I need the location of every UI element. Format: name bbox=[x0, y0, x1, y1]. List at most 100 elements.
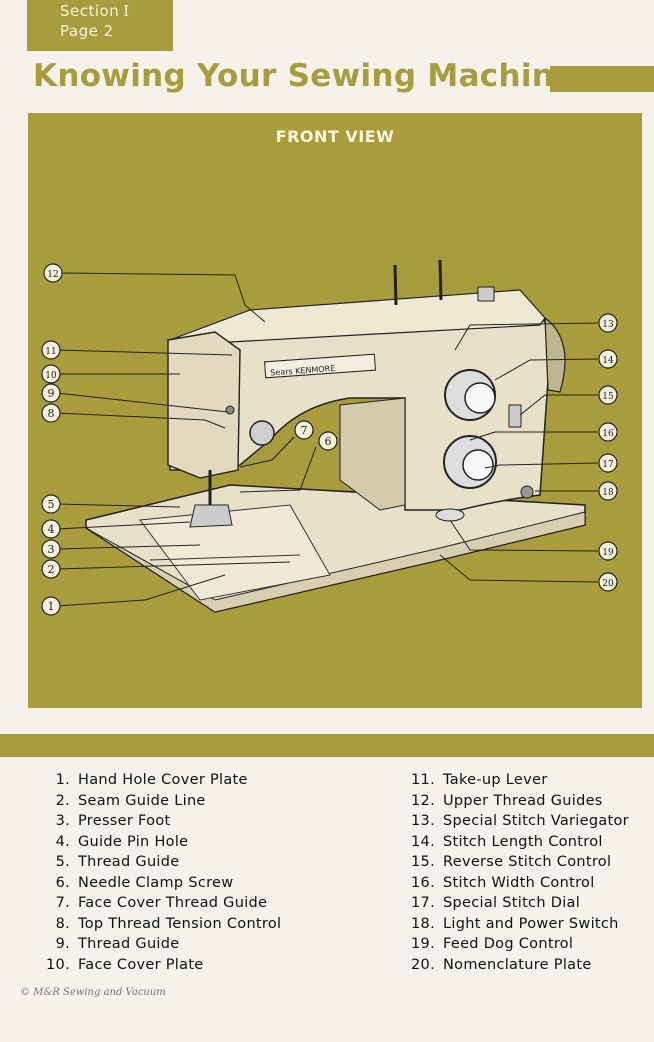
spool-pin-left bbox=[393, 264, 398, 306]
legend-number: 3. bbox=[55, 813, 70, 829]
spool-pin-right bbox=[438, 259, 443, 301]
callout-3: 3 bbox=[41, 539, 61, 559]
leader-4 bbox=[56, 521, 191, 530]
needle-plate bbox=[139, 504, 331, 601]
thread-tension-guide bbox=[225, 405, 235, 415]
legend-label: Needle Clamp Screw bbox=[78, 874, 234, 891]
legend-item: 20. Nomenclature Plate bbox=[402, 955, 629, 976]
callout-16: 16 bbox=[598, 422, 618, 442]
legend-label: Upper Thread Guides bbox=[443, 792, 603, 809]
bobbin-winder bbox=[477, 286, 495, 302]
title-bar-decoration bbox=[550, 66, 654, 92]
face-cover bbox=[167, 331, 241, 479]
legend-label: Thread Guide bbox=[78, 936, 180, 952]
leader-12 bbox=[62, 272, 266, 323]
legend-item: 3.Presser Foot bbox=[30, 811, 281, 832]
leader-11 bbox=[56, 349, 233, 356]
leader-8 bbox=[56, 412, 226, 429]
legend-item: 19.Feed Dog Control bbox=[402, 934, 629, 955]
legend-label: Seam Guide Line bbox=[78, 792, 206, 809]
callout-16-label: 16 bbox=[602, 429, 614, 439]
leader-14 bbox=[494, 358, 599, 381]
leader-16 bbox=[469, 431, 598, 441]
diagram-heading: FRONT VIEW bbox=[275, 127, 395, 146]
callout-4: 4 bbox=[41, 519, 61, 539]
sewing-machine-diagram: Sears KENMORE 1 2 3 bbox=[41, 259, 618, 616]
callout-7-label: 7 bbox=[301, 424, 308, 437]
callout-9-label: 9 bbox=[48, 387, 55, 400]
legend-label: Face Cover Plate bbox=[78, 956, 204, 973]
parts-legend-right: 11.Take-up Lever 12.Upper Thread Guides … bbox=[402, 770, 629, 975]
legend-item: 6. Needle Clamp Screw bbox=[30, 873, 281, 894]
callout-3-label: 3 bbox=[48, 543, 55, 556]
section-label: Section bbox=[60, 2, 120, 20]
legend-label: Special Stitch Variegator bbox=[443, 813, 629, 829]
seam-guide-line bbox=[149, 554, 301, 561]
legend-number: 6. bbox=[55, 874, 70, 891]
callout-18: 18 bbox=[598, 481, 618, 501]
callout-14-label: 14 bbox=[602, 356, 614, 366]
callout-10-label: 10 bbox=[45, 371, 57, 381]
legend-number: 8. bbox=[55, 915, 70, 932]
legend-number: 2. bbox=[55, 792, 70, 809]
legend-number: 1. bbox=[55, 772, 70, 788]
leader-6 bbox=[239, 446, 317, 493]
legend-label: Stitch Width Control bbox=[443, 874, 595, 891]
callout-4-label: 4 bbox=[48, 523, 55, 536]
page-number: Page 2 bbox=[60, 22, 114, 40]
hand-wheel bbox=[544, 316, 566, 393]
legend-label: Special Stitch Dial bbox=[443, 895, 581, 911]
callout-8-label: 8 bbox=[48, 407, 55, 420]
legend-number: 17. bbox=[411, 895, 435, 911]
legend-number: 14. bbox=[411, 833, 435, 850]
callout-15-label: 15 bbox=[602, 392, 614, 402]
legend-label: Hand Hole Cover Plate bbox=[78, 772, 248, 788]
legend-item: 7.Face Cover Thread Guide bbox=[30, 893, 281, 914]
feed-dog-knob bbox=[435, 508, 465, 522]
callout-11-label: 11 bbox=[45, 347, 56, 357]
legend-item: 10.Face Cover Plate bbox=[30, 955, 281, 976]
legend-item: 13. Special Stitch Variegator bbox=[402, 811, 629, 832]
legend-item: 15.Reverse Stitch Control bbox=[402, 852, 629, 873]
leader-9 bbox=[56, 392, 229, 413]
callout-6-label: 6 bbox=[325, 435, 332, 448]
stitch-length-dial-center bbox=[464, 382, 496, 414]
callout-11: 11 bbox=[41, 340, 61, 360]
reverse-lever bbox=[508, 404, 522, 428]
callout-7: 7 bbox=[294, 420, 314, 440]
legend-number: 9. bbox=[55, 936, 70, 952]
legend-item: 2. Seam Guide Line bbox=[30, 791, 281, 812]
leader-7 bbox=[239, 436, 295, 468]
callout-18-label: 18 bbox=[602, 488, 614, 498]
parts-legend-left: 1. Hand Hole Cover Plate 2. Seam Guide Lin… bbox=[30, 770, 281, 975]
legend-item: 5.Thread Guide bbox=[30, 852, 281, 873]
machine-pillar bbox=[339, 397, 406, 511]
legend-label: Guide Pin Hole bbox=[78, 833, 189, 850]
legend-item: 9. Thread Guide bbox=[30, 934, 281, 955]
legend-item: 12.Upper Thread Guides bbox=[402, 791, 629, 812]
legend-item: 16. Stitch Width Control bbox=[402, 873, 629, 894]
power-switch bbox=[520, 485, 534, 499]
legend-label: Nomenclature Plate bbox=[443, 956, 592, 973]
callout-19: 19 bbox=[598, 541, 618, 561]
machine-base-edge bbox=[85, 511, 586, 613]
presser-foot bbox=[189, 504, 233, 528]
tension-knob bbox=[249, 420, 275, 446]
callout-13: 13 bbox=[598, 313, 618, 333]
legend-number: 11. bbox=[411, 772, 435, 788]
callout-15: 15 bbox=[598, 385, 618, 405]
callout-1-label: 1 bbox=[48, 600, 55, 613]
callout-20: 20 bbox=[598, 572, 618, 592]
legend-number: 13. bbox=[411, 813, 435, 829]
callout-2: 2 bbox=[41, 559, 61, 579]
legend-number: 18. bbox=[411, 915, 435, 932]
legend-item: 17. Special Stitch Dial bbox=[402, 893, 629, 914]
callout-5: 5 bbox=[41, 494, 61, 514]
legend-number: 16. bbox=[411, 874, 435, 891]
legend-number: 15. bbox=[411, 854, 435, 870]
callout-17-label: 17 bbox=[602, 460, 614, 470]
leader-1 bbox=[56, 574, 226, 607]
legend-number: 20. bbox=[411, 956, 435, 973]
legend-number: 19. bbox=[411, 936, 435, 952]
callout-5-label: 5 bbox=[48, 498, 55, 511]
